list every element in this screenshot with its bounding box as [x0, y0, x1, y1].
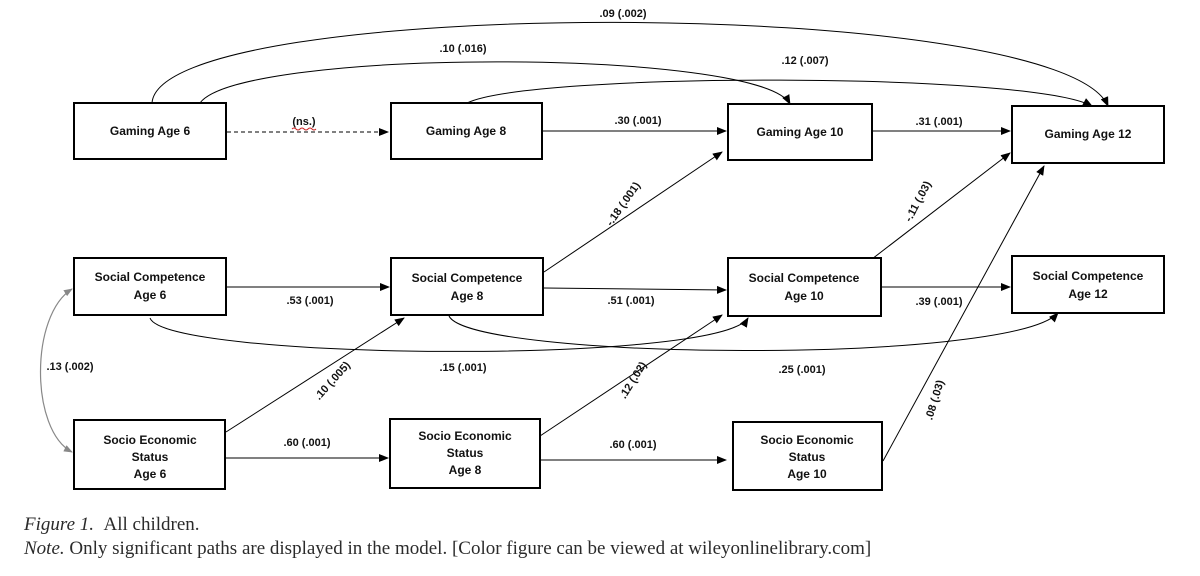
- paths-layer: [40, 21, 1109, 464]
- box-label: Gaming Age 12: [1045, 127, 1132, 141]
- path-gaming8-to-gaming12: [466, 79, 1093, 107]
- label-gaming8-to-gaming10: .30 (.001): [614, 115, 661, 127]
- label-social10-to-gaming12: -.11 (.03): [903, 179, 934, 224]
- label-social8-to-gaming10: -.18 (.001): [604, 180, 643, 229]
- path-model-diagram: Gaming Age 6 Gaming Age 8 Gaming Age 10 …: [40, 8, 1165, 491]
- ns-underline: [291, 127, 317, 131]
- path-social10-to-gaming12: [871, 152, 1011, 260]
- label-gaming6-to-gaming12: .09 (.002): [599, 8, 646, 20]
- path-social6-to-social10: [149, 317, 749, 352]
- box-label-line-1: Social Competence: [412, 271, 523, 285]
- box-label-line-2: Age 6: [134, 288, 167, 302]
- box-social-competence-age-8: Social Competence Age 8: [390, 257, 544, 316]
- box-gaming-age-12: Gaming Age 12: [1011, 105, 1165, 164]
- box-gaming-age-8: Gaming Age 8: [390, 102, 543, 160]
- box-label-line-2: Age 8: [451, 289, 484, 303]
- path-ses6-to-social8: [225, 317, 405, 433]
- note-label: Note.: [24, 538, 65, 559]
- figure-caption: Figure 1. All children.: [24, 514, 200, 536]
- box-label: Gaming Age 8: [426, 124, 507, 138]
- box-social-competence-age-6: Social Competence Age 6: [73, 257, 227, 316]
- label-social6-to-social10: .15 (.001): [439, 362, 486, 374]
- path-ses8-to-social10: [539, 314, 723, 437]
- box-label-line-1: Social Competence: [1033, 269, 1144, 283]
- box-ses-age-8: Socio Economic Status Age 8: [389, 418, 541, 489]
- note-text: Only significant paths are displayed in …: [69, 538, 872, 559]
- label-ses10-to-gaming12: .08 (.03): [923, 378, 947, 421]
- box-label-line-3: Age 6: [134, 467, 167, 481]
- label-ses6-social6-correlation: .13 (.002): [46, 361, 93, 373]
- label-social10-to-social12: .39 (.001): [915, 296, 962, 308]
- path-ses10-to-gaming12: [882, 165, 1045, 462]
- path-social8-to-gaming10: [543, 151, 723, 273]
- box-ses-age-10: Socio Economic Status Age 10: [732, 421, 883, 491]
- path-social8-to-social12: [448, 312, 1059, 351]
- box-gaming-age-6: Gaming Age 6: [73, 102, 227, 160]
- figure-title: All children.: [103, 514, 200, 535]
- box-label-line-2: Age 10: [784, 289, 824, 303]
- label-ses8-to-ses10: .60 (.001): [609, 439, 656, 451]
- box-label-line-2: Status: [447, 446, 484, 460]
- box-label-line-3: Age 10: [787, 467, 827, 481]
- label-gaming6-to-gaming10: .10 (.016): [439, 43, 486, 55]
- path-social8-to-social10: [543, 285, 727, 294]
- box-social-competence-age-10: Social Competence Age 10: [727, 257, 882, 317]
- path-gaming6-to-gaming10: [199, 61, 791, 105]
- label-gaming10-to-gaming12: .31 (.001): [915, 116, 962, 128]
- label-gaming8-to-gaming12: .12 (.007): [781, 55, 828, 67]
- box-ses-age-6: Socio Economic Status Age 6: [73, 419, 226, 490]
- figure-label: Figure 1.: [24, 514, 95, 535]
- label-gaming6-to-gaming8: (ns.): [292, 116, 316, 128]
- label-ses8-to-social10: .12 (.02): [618, 360, 650, 401]
- label-ses6-to-social8: .10 (.005): [313, 359, 354, 402]
- label-ses6-to-ses8: .60 (.001): [283, 437, 330, 449]
- box-label-line-2: Age 12: [1068, 287, 1108, 301]
- box-label-line-1: Socio Economic: [418, 429, 512, 443]
- box-gaming-age-10: Gaming Age 10: [727, 103, 873, 161]
- box-label-line-1: Social Competence: [95, 270, 206, 284]
- figure-note: Note. Only significant paths are display…: [24, 538, 871, 560]
- box-social-competence-age-12: Social Competence Age 12: [1011, 255, 1165, 314]
- box-label-line-3: Age 8: [449, 463, 482, 477]
- box-label: Gaming Age 6: [110, 124, 191, 138]
- box-label-line-2: Status: [789, 450, 826, 464]
- label-social6-to-social8: .53 (.001): [286, 295, 333, 307]
- labels-layer: .09 (.002) .10 (.016) .12 (.007) (ns.) .…: [46, 8, 962, 451]
- path-gaming6-to-gaming12: [151, 21, 1109, 107]
- label-social8-to-social10: .51 (.001): [607, 295, 654, 307]
- path-ses6-social6-correlation: [40, 288, 73, 453]
- box-label-line-1: Social Competence: [749, 271, 860, 285]
- box-label-line-1: Socio Economic: [103, 433, 197, 447]
- box-label-line-2: Status: [132, 450, 169, 464]
- box-label-line-1: Socio Economic: [760, 433, 854, 447]
- box-label: Gaming Age 10: [757, 125, 844, 139]
- label-social8-to-social12: .25 (.001): [778, 364, 825, 376]
